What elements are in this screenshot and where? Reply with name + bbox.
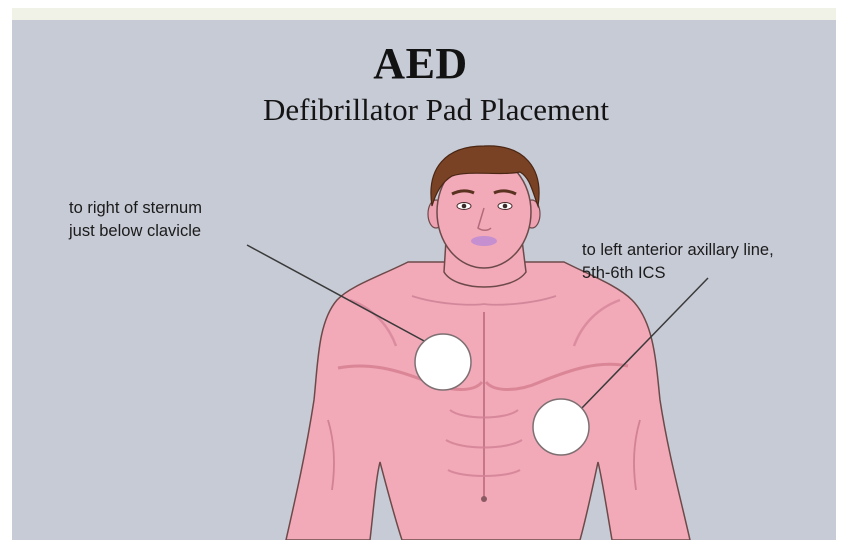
page-subtitle: Defibrillator Pad Placement (0, 92, 841, 128)
annotation-right-pad-line1: to right of sternum (69, 197, 202, 220)
annotation-right-pad-line2: just below clavicle (69, 220, 202, 243)
pupil-right (462, 204, 467, 209)
annotation-left-pad-line1: to left anterior axillary line, (582, 239, 774, 262)
mouth (471, 236, 497, 246)
pupil-left (503, 204, 508, 209)
electrode-pad-left (533, 399, 589, 455)
navel (481, 496, 487, 502)
annotation-right-pad: to right of sternum just below clavicle (69, 197, 202, 243)
annotation-left-pad-line2: 5th-6th ICS (582, 262, 774, 285)
annotation-left-pad: to left anterior axillary line, 5th-6th … (582, 239, 774, 285)
page-title: AED (0, 38, 841, 89)
electrode-pad-right (415, 334, 471, 390)
